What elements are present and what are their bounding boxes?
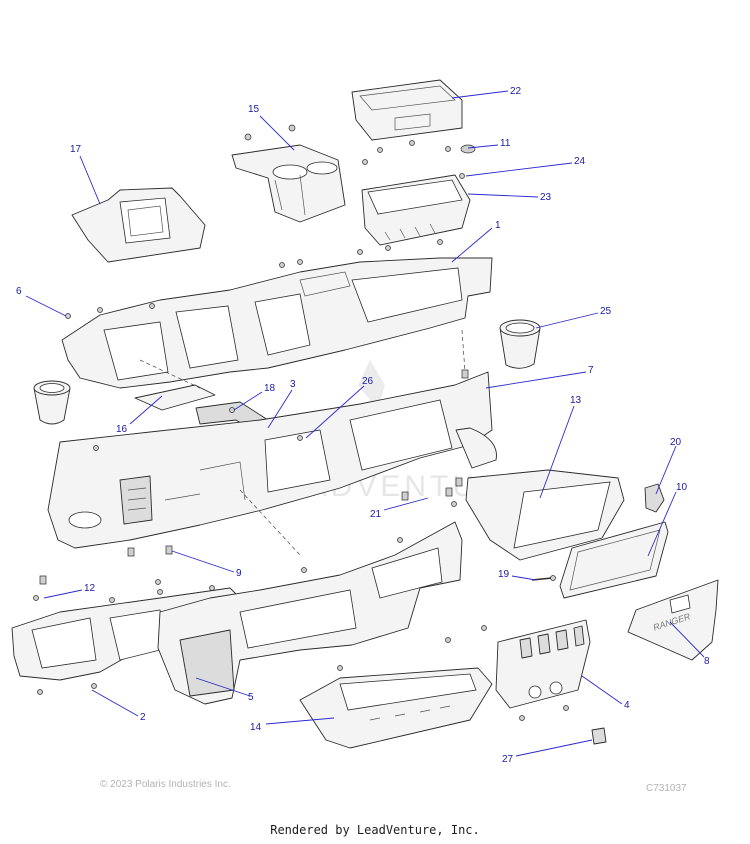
part-17-instrument-bezel[interactable] <box>71 187 206 263</box>
callout-25: 25 <box>600 306 612 317</box>
leader-lines <box>25 90 705 757</box>
part-15-cupholder-console[interactable] <box>231 124 346 223</box>
copyright-text: © 2023 Polaris Industries Inc. <box>100 779 231 790</box>
callout-12: 12 <box>84 583 96 594</box>
callout-26: 26 <box>362 376 374 387</box>
callout-13: 13 <box>570 395 582 406</box>
callout-6: 6 <box>16 286 22 297</box>
part-7-dash-frame[interactable] <box>47 329 497 556</box>
callout-21: 21 <box>370 509 382 520</box>
callout-15: 15 <box>248 104 260 115</box>
callout-8: 8 <box>704 656 710 667</box>
callout-2: 2 <box>140 712 146 723</box>
misc-fasteners <box>33 239 569 721</box>
part-10-lens[interactable] <box>559 521 669 599</box>
left-cup-holder-insert[interactable] <box>33 380 71 425</box>
part-20-connector[interactable] <box>644 483 665 513</box>
part-25-cup-holder-insert[interactable] <box>499 319 541 369</box>
callout-1: 1 <box>495 220 501 231</box>
part-2-lower-dash[interactable] <box>11 587 241 681</box>
part-1-upper-dash-panel[interactable] <box>61 257 493 389</box>
callout-18: 18 <box>264 383 276 394</box>
callout-labels: 1 2 3 4 5 6 7 8 9 10 11 12 13 14 15 16 1… <box>16 86 710 765</box>
callout-7: 7 <box>588 365 594 376</box>
part-13-display-housing[interactable] <box>465 469 625 561</box>
diagram-code: C731037 <box>646 783 687 794</box>
part-14-switch-tray[interactable] <box>299 667 493 749</box>
small-fasteners-row <box>362 140 465 179</box>
callout-24: 24 <box>574 156 586 167</box>
callout-4: 4 <box>624 700 630 711</box>
part-27-clip[interactable] <box>591 727 607 745</box>
part-5-lower-center-panel[interactable] <box>157 521 463 705</box>
part-8-glove-box-door[interactable]: RANGER <box>627 579 719 661</box>
callout-11: 11 <box>500 138 511 149</box>
callout-10: 10 <box>676 482 688 493</box>
part-16-plate[interactable] <box>134 359 216 411</box>
callout-19: 19 <box>498 569 510 580</box>
callout-9: 9 <box>236 568 242 579</box>
callout-5: 5 <box>248 692 254 703</box>
part-4-switch-panel[interactable] <box>495 619 591 709</box>
callout-3: 3 <box>290 379 296 390</box>
render-credit: Rendered by LeadVenture, Inc. <box>270 823 480 837</box>
callout-16: 16 <box>116 424 128 435</box>
callout-27: 27 <box>502 754 514 765</box>
callout-17: 17 <box>70 144 82 155</box>
callout-20: 20 <box>670 437 682 448</box>
callout-14: 14 <box>250 722 262 733</box>
callout-22: 22 <box>510 86 522 97</box>
callout-23: 23 <box>540 192 552 203</box>
part-11-grommet[interactable] <box>460 144 476 154</box>
part-23-storage-bin[interactable] <box>361 174 471 246</box>
part-22-bin-lid[interactable] <box>351 79 463 141</box>
